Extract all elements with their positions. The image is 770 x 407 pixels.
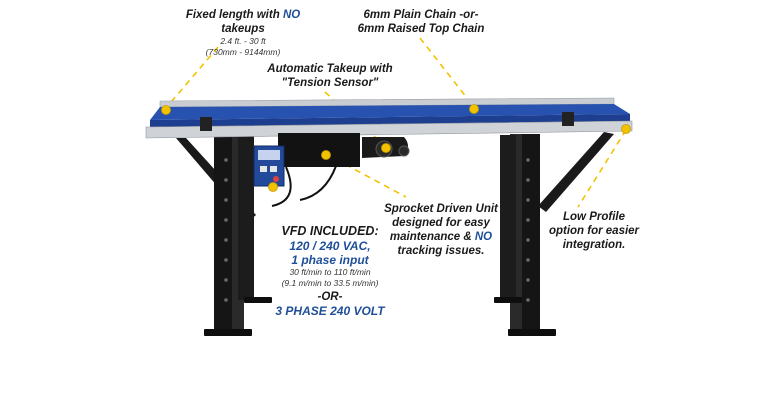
drive-unit (271, 133, 410, 207)
fixed-length-range-mm: (730mm - 9144mm) (205, 47, 281, 57)
leader-fixed-length (165, 46, 219, 109)
right-leg-assembly (494, 132, 614, 336)
marker-fixed-length (161, 105, 171, 115)
fixed-length-emph: NO (282, 9, 301, 21)
fixed-length-title: Fixed length with NO takeups (185, 9, 301, 35)
leader-low-profile (577, 129, 627, 208)
takeup-line-2: "Tension Sensor" (281, 77, 379, 89)
low-profile-line-3: integration. (562, 239, 626, 251)
callout-chain: 6mm Plain Chain -or- 6mm Raised Top Chai… (356, 8, 486, 36)
callout-vfd: VFD INCLUDED: 120 / 240 VAC, 1 phase inp… (264, 224, 396, 318)
vfd-or: -OR- (317, 291, 343, 303)
vfd-speed-ft: 30 ft/min to 110 ft/min (289, 267, 371, 277)
vfd-speed-m: (9.1 m/min to 33.5 m/min) (281, 278, 379, 288)
sprocket-line-3: maintenance & NO (389, 231, 493, 243)
callout-takeup: Automatic Takeup with "Tension Sensor" (262, 62, 398, 90)
conveyor-bed (145, 97, 633, 139)
vfd-box (253, 145, 285, 187)
vfd-title: VFD INCLUDED: (281, 224, 379, 238)
takeup-line-1: Automatic Takeup with (267, 63, 393, 75)
vfd-phase: 1 phase input (291, 253, 369, 267)
chain-line-2: 6mm Raised Top Chain (357, 23, 485, 35)
marker-drive (321, 150, 331, 160)
vfd-voltage: 120 / 240 VAC, (289, 239, 371, 253)
low-profile-line-1: Low Profile (563, 211, 625, 223)
low-profile-line-2: option for easier (548, 225, 640, 237)
vfd-three-phase: 3 PHASE 240 VOLT (275, 304, 385, 318)
marker-low-profile (621, 124, 631, 134)
sprocket-line-1: Sprocket Driven Unit (384, 203, 498, 215)
leader-chain (419, 37, 475, 108)
callout-low-profile: Low Profile option for easier integratio… (538, 210, 650, 252)
sprocket-line-2: designed for easy (392, 217, 490, 229)
marker-chain (469, 104, 479, 114)
chain-line-1: 6mm Plain Chain -or- (363, 9, 479, 21)
marker-vfd (268, 182, 278, 192)
callout-sprocket: Sprocket Driven Unit designed for easy m… (374, 202, 508, 258)
sprocket-emph: NO (474, 231, 493, 243)
fixed-length-range-ft: 2.4 ft. - 30 ft (220, 36, 266, 46)
callout-fixed-length: Fixed length with NO takeups 2.4 ft. - 3… (168, 8, 318, 58)
left-leg-assembly (176, 134, 272, 336)
marker-takeup (381, 143, 391, 153)
sprocket-line-4: tracking issues. (397, 245, 485, 257)
